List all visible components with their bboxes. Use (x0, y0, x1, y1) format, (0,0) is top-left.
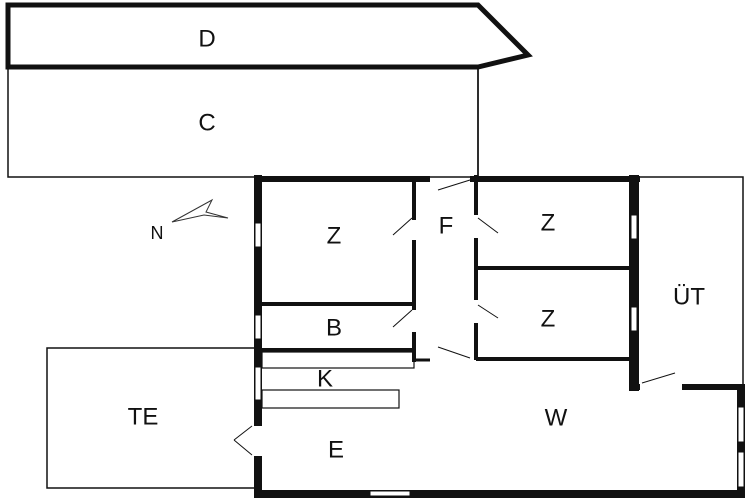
room-ut-outline (636, 176, 744, 388)
room-label-z2: Z (541, 209, 556, 236)
room-label-z3: Z (541, 305, 556, 332)
window (254, 314, 262, 340)
window (369, 490, 411, 497)
room-d-outline (5, 2, 533, 70)
room-label-te: TE (128, 403, 159, 430)
room-label-w: W (545, 404, 568, 431)
window (737, 451, 745, 488)
room-label-b: B (326, 314, 342, 341)
window (254, 222, 262, 248)
room-c-outline (7, 66, 479, 178)
kitchen-counter (261, 389, 400, 409)
window (737, 406, 745, 443)
window (630, 214, 638, 240)
north-arrow-icon (171, 198, 229, 223)
room-label-f: F (439, 212, 454, 239)
room-label-d: D (198, 25, 215, 52)
room-label-c: C (198, 109, 215, 136)
room-label-z1: Z (327, 222, 342, 249)
north-label: N (151, 223, 164, 243)
window (630, 306, 638, 332)
kitchen-counter (261, 351, 415, 369)
room-label-k: K (317, 365, 333, 392)
room-label-e: E (328, 436, 344, 463)
entrance-door-gap (253, 426, 263, 456)
room-label-ut: ÜT (673, 283, 705, 310)
window (254, 366, 262, 401)
